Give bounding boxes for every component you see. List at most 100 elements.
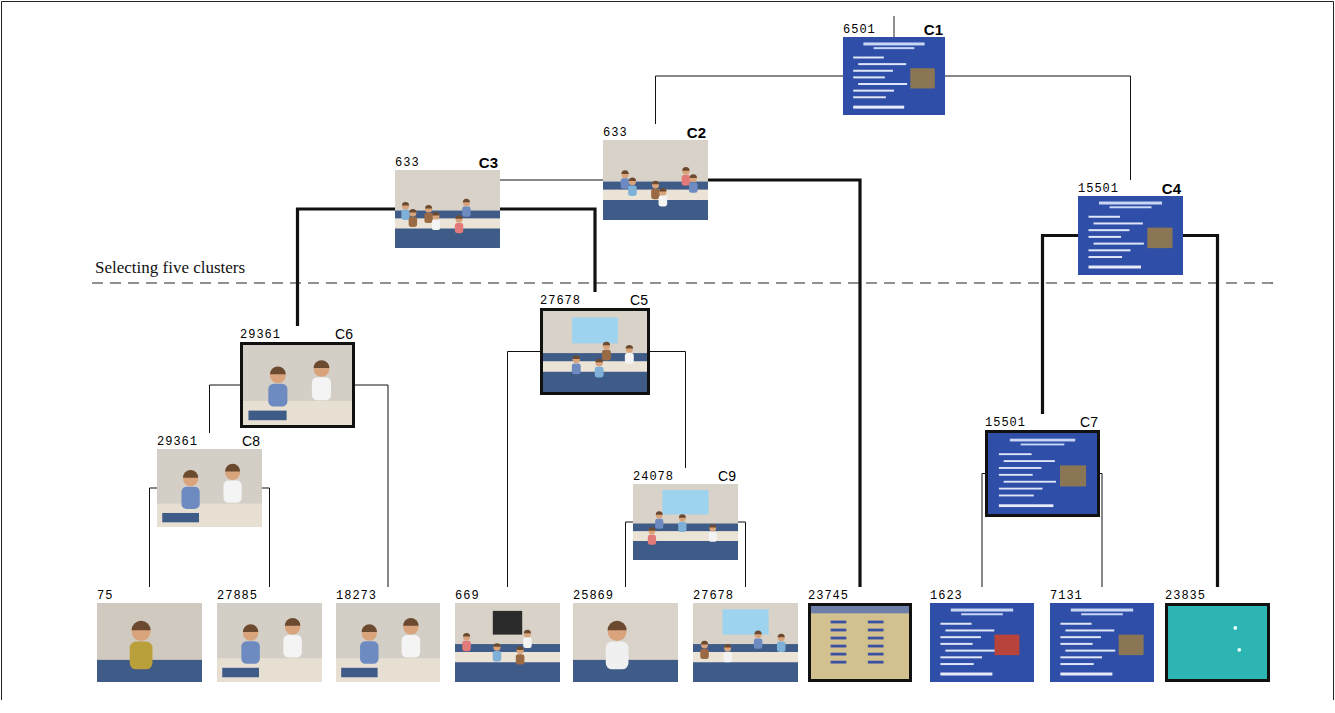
cut-line xyxy=(92,282,1275,283)
room-wall xyxy=(157,449,262,527)
cluster-id: C5 xyxy=(630,293,650,308)
keyframe-node: 27885 xyxy=(217,587,322,682)
room-table xyxy=(157,504,262,527)
keyframe-node: 25869 xyxy=(573,587,678,682)
screen-row xyxy=(831,621,847,624)
person-body xyxy=(655,519,663,529)
person-hair xyxy=(652,181,659,185)
keyframe-image xyxy=(1050,603,1154,682)
keyframe-picture xyxy=(1078,196,1183,275)
person-hair xyxy=(603,342,610,346)
screen-row xyxy=(831,645,847,648)
keyframe-node: 669 xyxy=(455,587,560,682)
person-hair xyxy=(682,167,689,171)
person-hair xyxy=(724,644,731,648)
person-hair xyxy=(270,367,286,375)
person-head xyxy=(595,359,602,366)
slide-text-line xyxy=(1060,643,1092,645)
keyframe-node: 27678 C5 xyxy=(540,292,650,395)
keyframe-node: 633C2 xyxy=(603,124,708,220)
person-head xyxy=(659,188,666,195)
tree-link xyxy=(650,352,686,469)
keyframe-picture xyxy=(633,484,738,560)
person-body xyxy=(283,635,301,658)
slide-title-line xyxy=(1021,444,1065,446)
slide-text-line xyxy=(853,96,886,98)
keyframe-image xyxy=(1078,196,1183,275)
node-header: 633C3 xyxy=(395,154,500,170)
keyframe-node: 27678 xyxy=(693,587,798,682)
slide-title-line xyxy=(1099,202,1162,205)
person-body xyxy=(700,649,709,659)
person-body xyxy=(401,210,409,220)
keyframe-picture xyxy=(1165,603,1270,682)
node-header: 23745 xyxy=(808,587,912,603)
person-head xyxy=(701,641,708,648)
keyframe-picture xyxy=(985,430,1100,517)
slide-text-line xyxy=(945,650,995,652)
keyframe-image xyxy=(988,433,1097,514)
person-hair xyxy=(573,355,580,359)
tree-link xyxy=(355,385,388,587)
frame-number: 27678 xyxy=(693,589,734,603)
slide-text-line xyxy=(858,63,906,65)
slide-text-line xyxy=(1089,229,1130,231)
keyframe-image xyxy=(1168,606,1267,679)
room-wall xyxy=(573,603,678,682)
person-hair xyxy=(183,470,198,478)
person-body xyxy=(602,350,611,361)
cluster-id: C4 xyxy=(1162,181,1183,196)
tree-link xyxy=(1100,474,1102,588)
slide-text-line xyxy=(1060,663,1093,665)
person-hair xyxy=(679,514,686,517)
person-body xyxy=(516,654,525,664)
keyframe-picture xyxy=(603,140,708,220)
slide-text-line xyxy=(853,76,885,78)
slide-ground xyxy=(1050,603,1154,682)
keyframe-node: 7131 xyxy=(1050,587,1154,682)
room-floor xyxy=(455,644,560,682)
person-hair xyxy=(629,178,636,182)
person-body xyxy=(241,641,259,664)
room-wall xyxy=(336,603,440,682)
frame-number: 29361 xyxy=(157,435,198,449)
room-table xyxy=(243,401,352,425)
frame-number: 15501 xyxy=(1078,182,1119,196)
person-head xyxy=(402,202,409,209)
keyframe-picture xyxy=(930,603,1034,682)
tree-link xyxy=(656,76,844,124)
keyframe-picture xyxy=(157,449,262,527)
tree-link xyxy=(738,522,746,587)
person-hair xyxy=(709,524,716,527)
keyframe-image xyxy=(603,140,708,220)
slide-photo xyxy=(994,635,1019,656)
slide-photo xyxy=(1119,635,1144,656)
node-header: 24078C9 xyxy=(633,468,738,484)
keyframe-node: 6501C1 xyxy=(843,21,945,115)
frame-number: 27678 xyxy=(540,294,581,308)
keyframe-image xyxy=(843,37,945,115)
slide-text-line xyxy=(1065,650,1115,652)
person-hair xyxy=(524,630,531,634)
person-head xyxy=(493,644,500,651)
frame-number: 1623 xyxy=(930,589,963,603)
tree-link xyxy=(945,76,1131,180)
person-head xyxy=(573,356,580,363)
node-header: 29361C8 xyxy=(157,433,262,449)
person-body xyxy=(606,642,629,670)
node-header: 23835 xyxy=(1165,587,1270,603)
tree-link xyxy=(500,180,603,181)
person-head xyxy=(463,633,470,640)
person-body xyxy=(754,638,763,648)
frame-number: 7131 xyxy=(1050,589,1083,603)
person-hair xyxy=(517,646,524,650)
room-wall xyxy=(455,603,560,682)
screen-row xyxy=(831,629,847,632)
cluster-id: C2 xyxy=(687,125,708,140)
person-hair xyxy=(463,199,470,203)
person-hair xyxy=(626,345,633,349)
slide-photo xyxy=(1147,228,1172,249)
room-wall xyxy=(217,603,322,682)
slide-title-line xyxy=(961,613,1003,615)
room-wall xyxy=(243,345,352,425)
